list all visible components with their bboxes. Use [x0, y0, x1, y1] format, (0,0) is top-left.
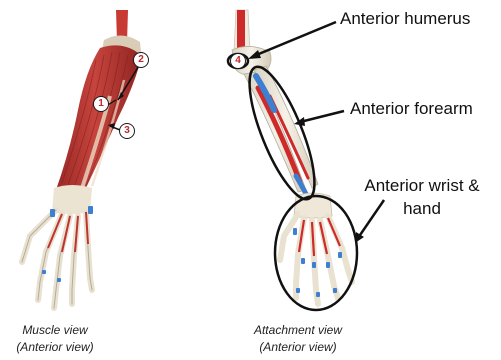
caption-attachment-view-line1: Attachment view: [238, 322, 358, 339]
label-anterior-wrist-hand: Anterior wrist & hand: [352, 174, 492, 220]
humerus-callout-line: [254, 22, 336, 56]
right-hand-bones: [280, 214, 352, 304]
forearm-muscle-mass: [56, 45, 142, 192]
marker-4: 4: [230, 53, 246, 69]
label-anterior-humerus: Anterior humerus: [340, 9, 470, 29]
marker-2: 2: [133, 52, 149, 68]
caption-muscle-view: Muscle view (Anterior view): [0, 322, 110, 356]
label-anterior-forearm: Anterior forearm: [350, 99, 473, 119]
caption-attachment-view: Attachment view (Anterior view): [238, 322, 358, 356]
forearm-callout-line: [300, 111, 344, 122]
caption-attachment-view-line2: (Anterior view): [238, 339, 358, 356]
caption-muscle-view-line1: Muscle view: [0, 322, 110, 339]
caption-muscle-view-line2: (Anterior view): [0, 339, 110, 356]
marker-1: 1: [93, 96, 109, 112]
marker-3: 3: [119, 123, 135, 139]
